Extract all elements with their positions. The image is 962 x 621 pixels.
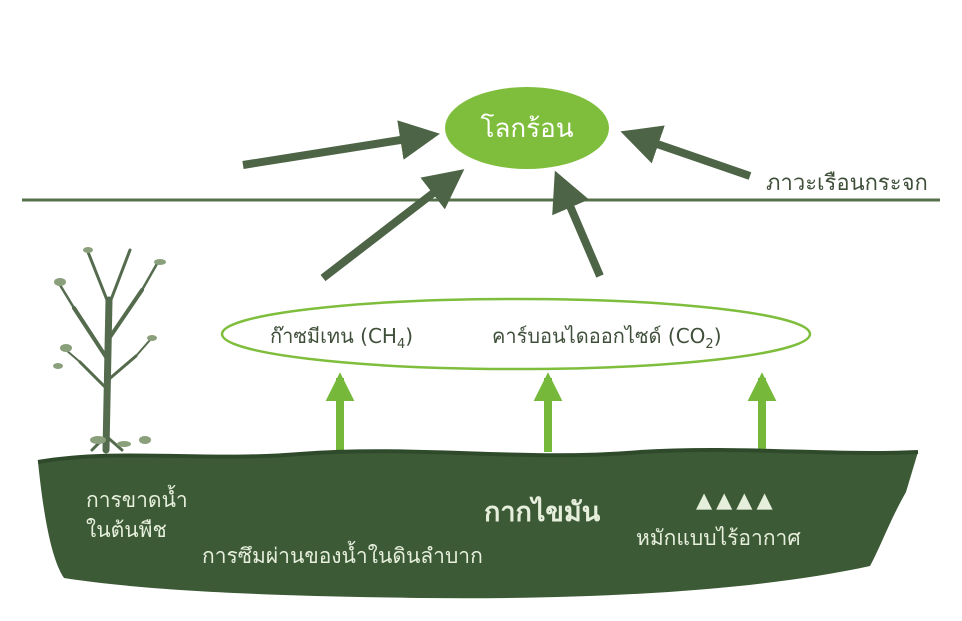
soil-top-edge xyxy=(37,448,919,464)
greenhouse-effect-label: ภาวะเรือนกระจก xyxy=(766,171,928,196)
global-warming-label: โลกร้อน xyxy=(480,114,574,144)
gases-outline xyxy=(220,297,812,371)
co2-label: คาร์บอนไดออกไซด์ (CO2) xyxy=(492,324,722,352)
co2-subscript: 2 xyxy=(705,337,714,352)
arrow-from-right xyxy=(620,125,752,180)
dry-tree xyxy=(58,248,160,454)
water-loss-line1: การขาดน้ำ xyxy=(86,488,188,512)
soil-ground xyxy=(38,450,918,599)
global-warming-node xyxy=(445,87,609,169)
methane-subscript: 4 xyxy=(396,337,406,352)
arrow-from-methane xyxy=(320,169,465,282)
anaerobic-label: หมักแบบไร้อากาศ xyxy=(636,526,801,550)
water-loss-line2: ในต้นพืช xyxy=(86,518,167,542)
triangle-markers: ▲▲▲▲ xyxy=(696,488,777,512)
arrow-from-co2 xyxy=(552,170,604,278)
arrow-from-left xyxy=(242,120,440,169)
co2-formula: CO xyxy=(675,324,706,348)
tree-leaves xyxy=(53,247,166,447)
methane-name: ก๊าซมีเทน xyxy=(270,324,354,348)
co2-name: คาร์บอนไดออกไซด์ xyxy=(492,324,662,348)
methane-label: ก๊าซมีเทน (CH4) xyxy=(270,324,414,352)
methane-formula: CH xyxy=(367,324,397,348)
seepage-label: การซึมผ่านของน้ำในดินลำบาก xyxy=(202,544,483,568)
fat-residue-label: กากไขมัน xyxy=(484,497,601,528)
